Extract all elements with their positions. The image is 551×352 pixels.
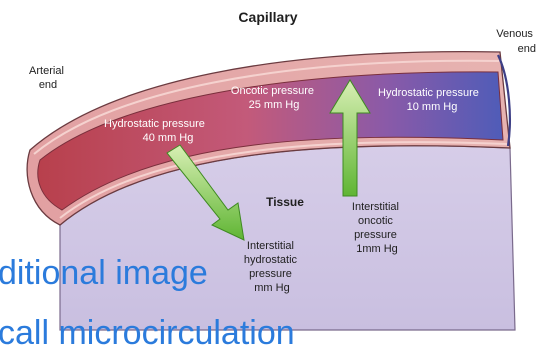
capillary-title: Capillary [238,9,297,25]
overlay-caption-line-2: call microcirculation [0,316,295,350]
arterial-end-label: Arterial end [29,65,67,91]
tissue-label: Tissue [266,195,304,209]
venous-end-label: Venous end [496,28,536,55]
overlay-caption-line-1: ditional image [0,256,208,290]
